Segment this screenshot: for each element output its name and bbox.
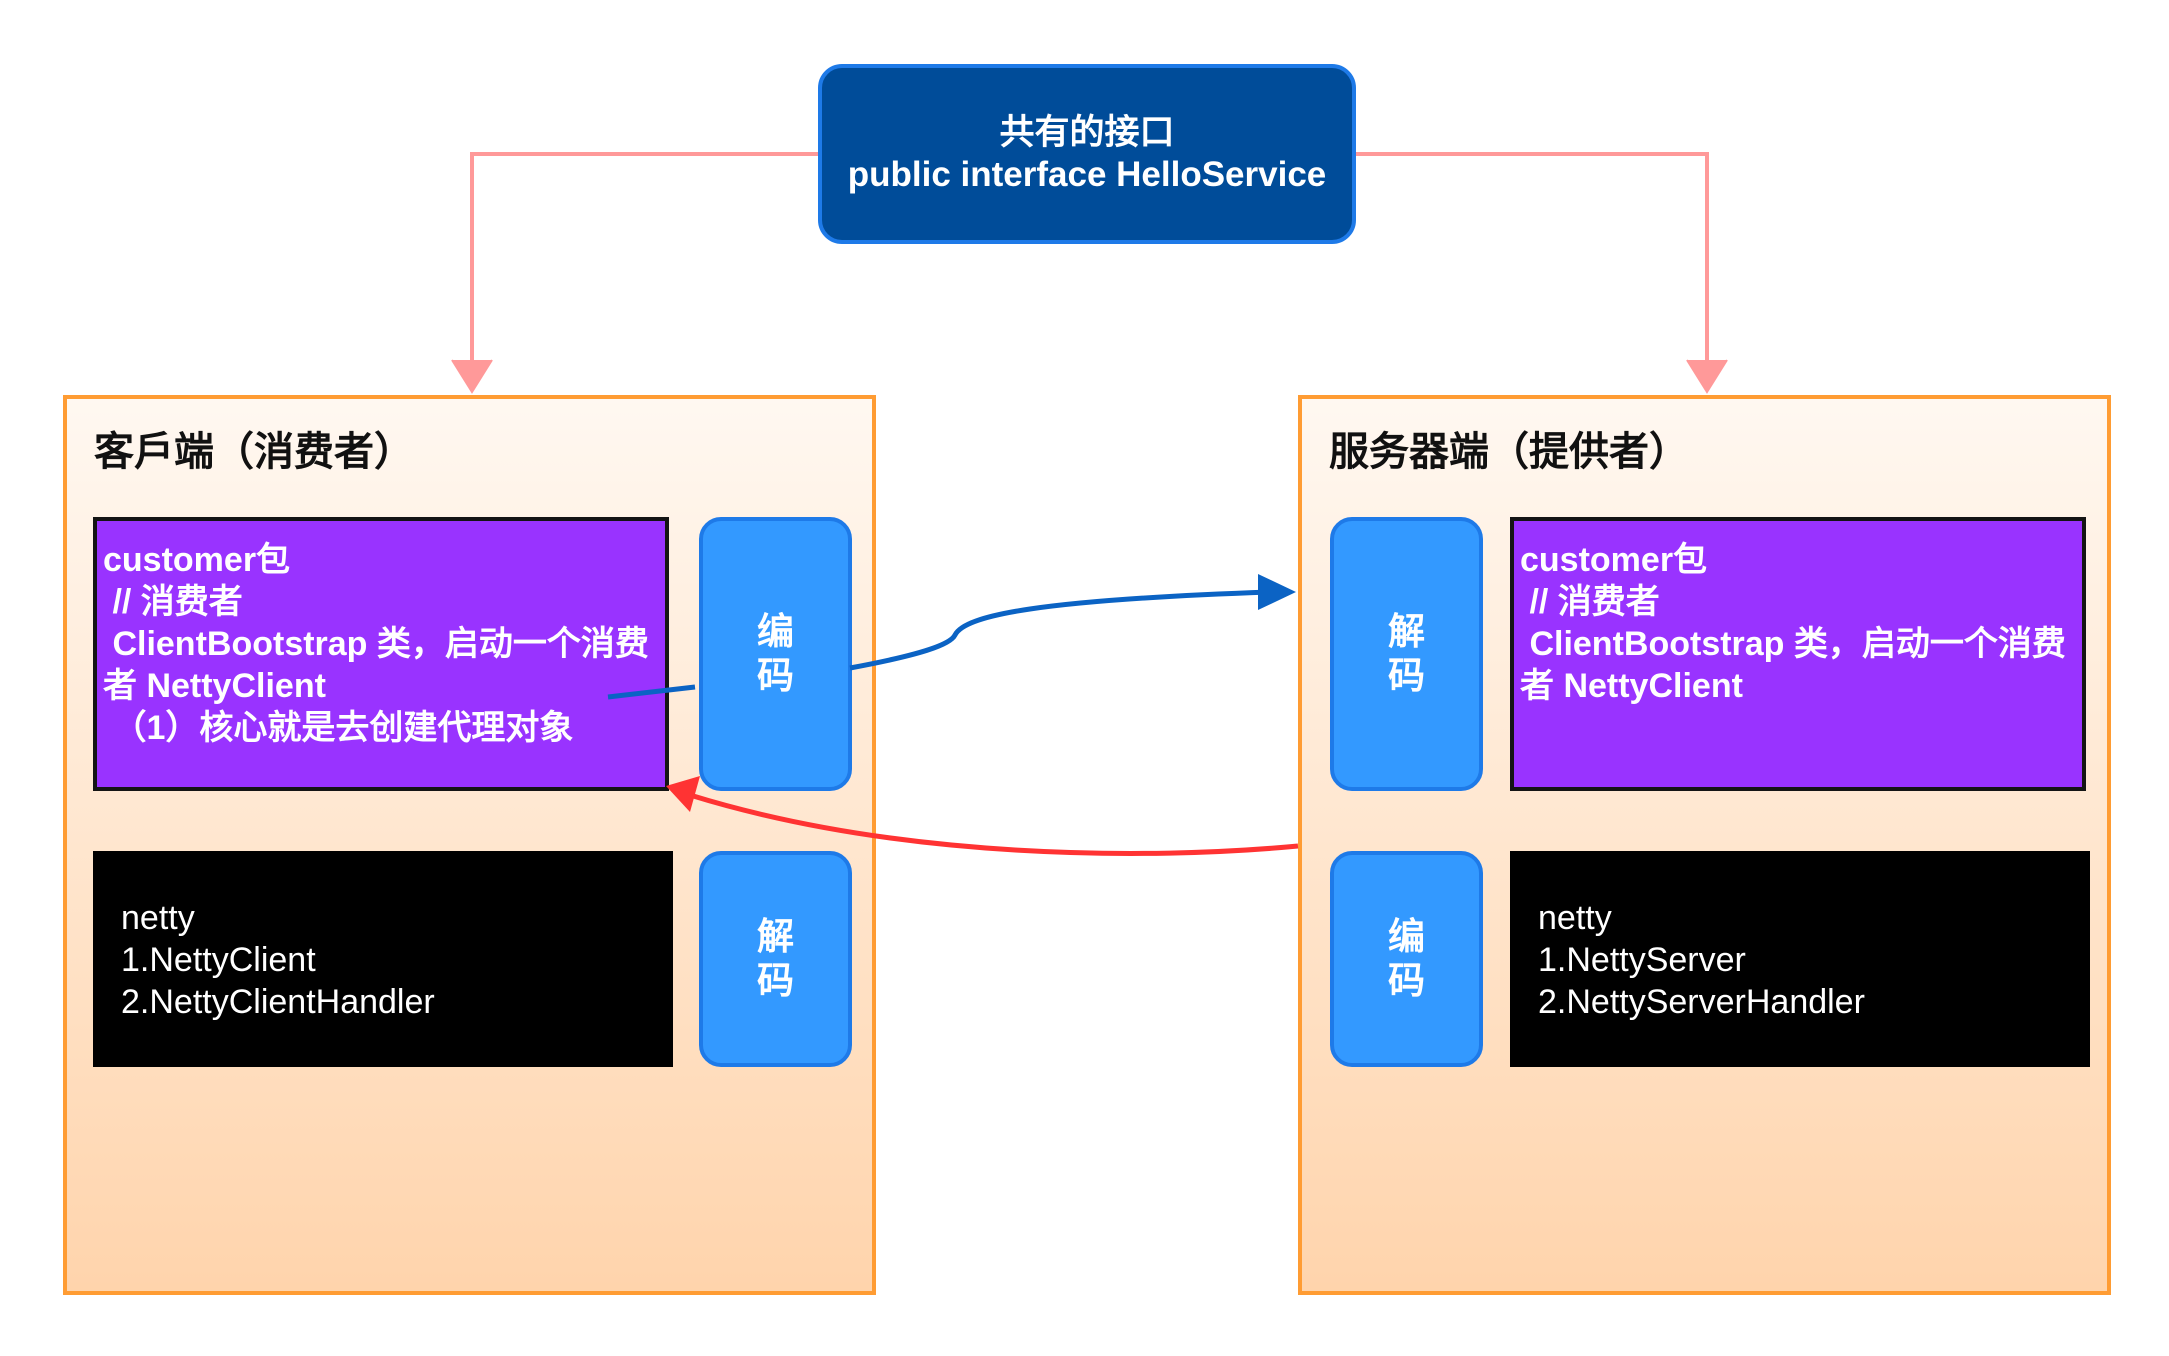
server-package-box: customer包 // 消费者 ClientBootstrap 类，启动一个消… — [1510, 517, 2086, 791]
server-encode-box: 编码 — [1330, 851, 1483, 1067]
client-encode-box: 编码 — [699, 517, 852, 791]
interface-to-server-connector — [1356, 152, 1709, 385]
server-decode-label: 解码 — [1388, 611, 1425, 696]
server-title: 服务器端（提供者） — [1329, 430, 1689, 474]
interface-to-server-arrowhead — [1686, 359, 1728, 394]
server-decode-box: 解码 — [1330, 517, 1483, 791]
client-netty-box: netty 1.NettyClient 2.NettyClientHandler — [93, 851, 673, 1067]
server-side-panel: 服务器端（提供者） 解码 customer包 // 消费者 ClientBoot… — [1298, 395, 2111, 1295]
client-encode-label: 编码 — [757, 611, 794, 696]
interface-signature: public interface HelloService — [847, 155, 1327, 194]
client-title: 客戶端（消费者） — [94, 430, 414, 474]
interface-title: 共有的接口 — [999, 113, 1175, 152]
client-decode-box: 解码 — [699, 851, 852, 1067]
shared-interface-box: 共有的接口 public interface HelloService — [818, 64, 1356, 244]
server-encode-label: 编码 — [1388, 916, 1425, 1001]
client-package-box: customer包 // 消费者 ClientBootstrap 类，启动一个消… — [93, 517, 669, 791]
interface-to-client-connector — [470, 152, 818, 385]
interface-to-client-arrowhead — [451, 359, 493, 394]
client-decode-label: 解码 — [757, 916, 794, 1001]
server-netty-box: netty 1.NettyServer 2.NettyServerHandler — [1510, 851, 2090, 1067]
client-side-panel: 客戶端（消费者） customer包 // 消费者 ClientBootstra… — [63, 395, 876, 1295]
